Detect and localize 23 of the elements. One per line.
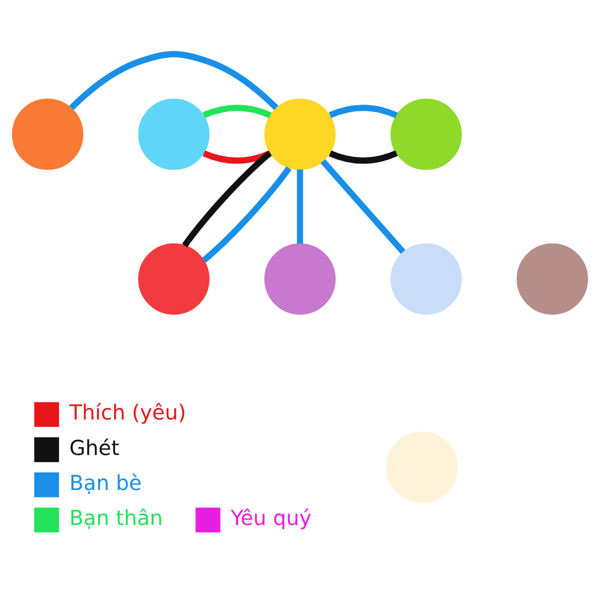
connector bbox=[320, 159, 406, 254]
connector bbox=[202, 150, 272, 164]
connector bbox=[328, 104, 398, 118]
node-circle bbox=[264, 243, 336, 315]
legend-label: Bạn bè bbox=[69, 471, 142, 496]
legend-label: Yêu quý bbox=[230, 506, 312, 530]
connector bbox=[296, 169, 304, 244]
legend-label: Thích (yêu) bbox=[69, 400, 186, 425]
legend-label: Ghét bbox=[69, 436, 120, 460]
node-circle bbox=[390, 243, 462, 315]
legend-label: Bạn thân bbox=[69, 506, 163, 530]
node-circle bbox=[390, 98, 462, 170]
node-circle bbox=[386, 432, 458, 503]
connector bbox=[202, 104, 272, 118]
node-circle bbox=[138, 98, 210, 170]
node-circle bbox=[138, 243, 210, 315]
node-circle bbox=[516, 243, 588, 315]
connector bbox=[182, 150, 272, 248]
node-circle bbox=[12, 98, 84, 170]
connector bbox=[328, 150, 398, 164]
connector bbox=[69, 51, 278, 110]
node-circle bbox=[264, 98, 336, 170]
connector bbox=[202, 166, 292, 263]
